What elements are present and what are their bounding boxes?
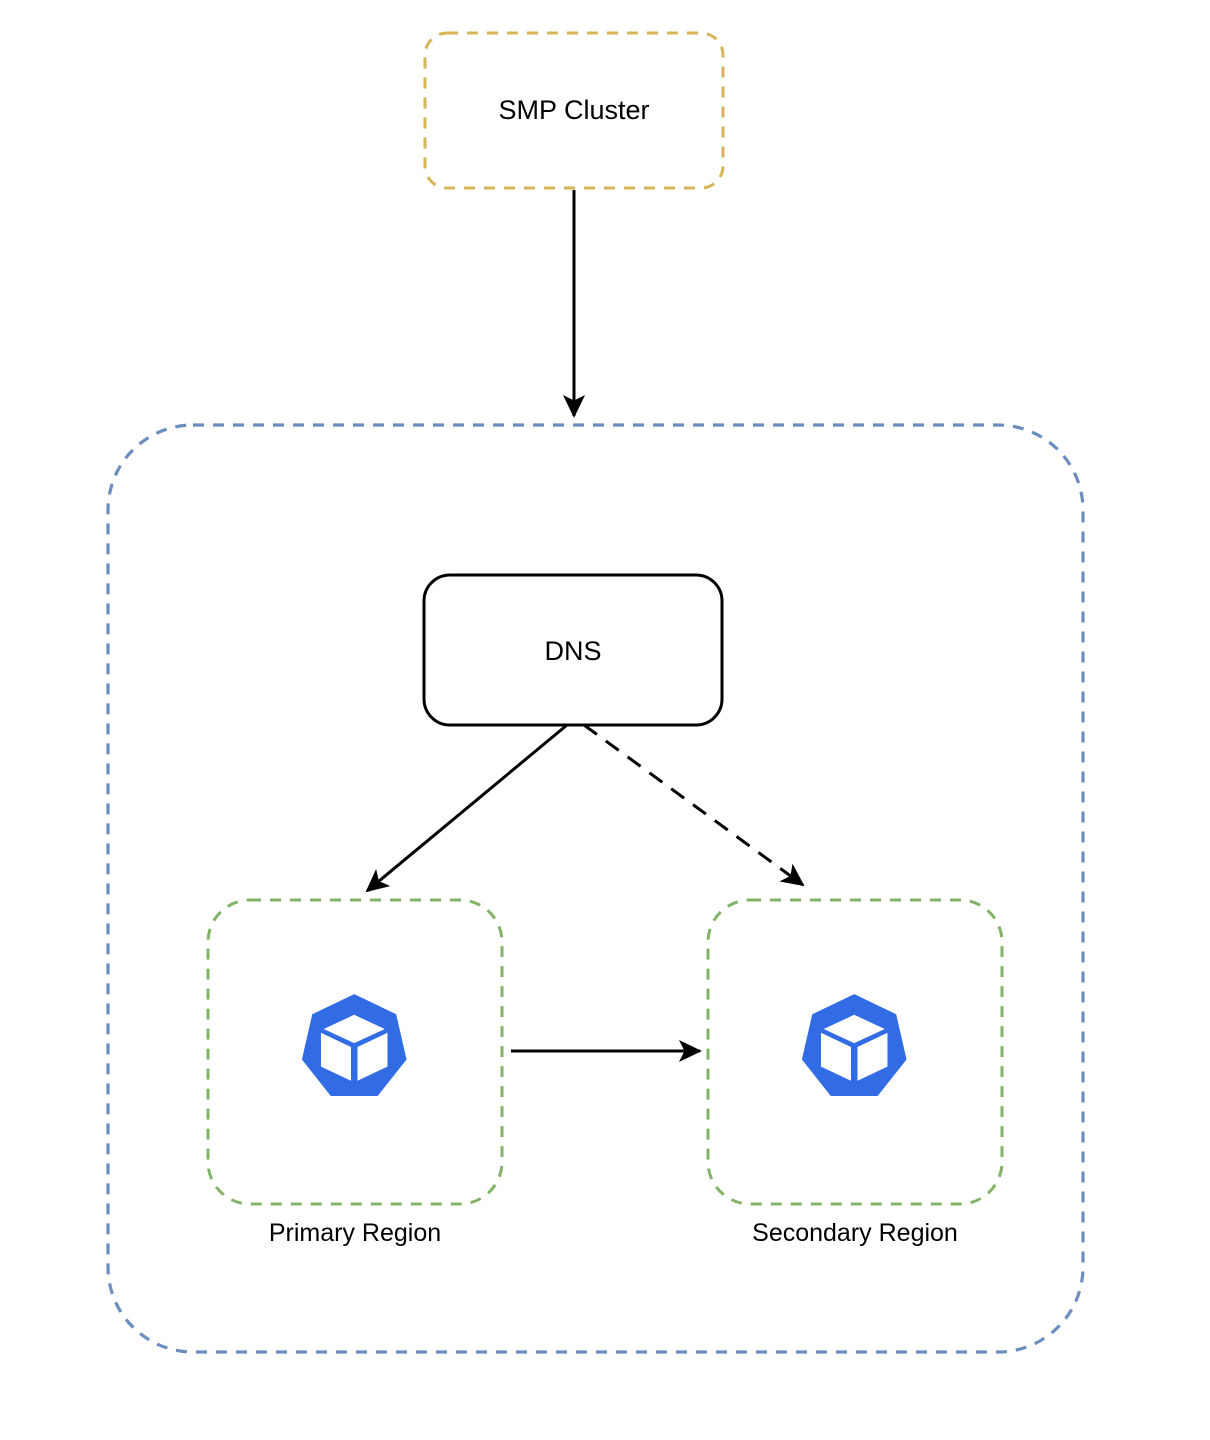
platform-container-box[interactable]	[106, 423, 1085, 1354]
kubernetes-icon	[301, 994, 407, 1097]
smp-cluster-box[interactable]	[423, 31, 725, 190]
edge-dns-to-secondary	[583, 723, 805, 887]
kubernetes-icon	[801, 994, 907, 1097]
dns-box[interactable]	[422, 573, 724, 727]
edge-dns-to-primary	[365, 723, 568, 893]
